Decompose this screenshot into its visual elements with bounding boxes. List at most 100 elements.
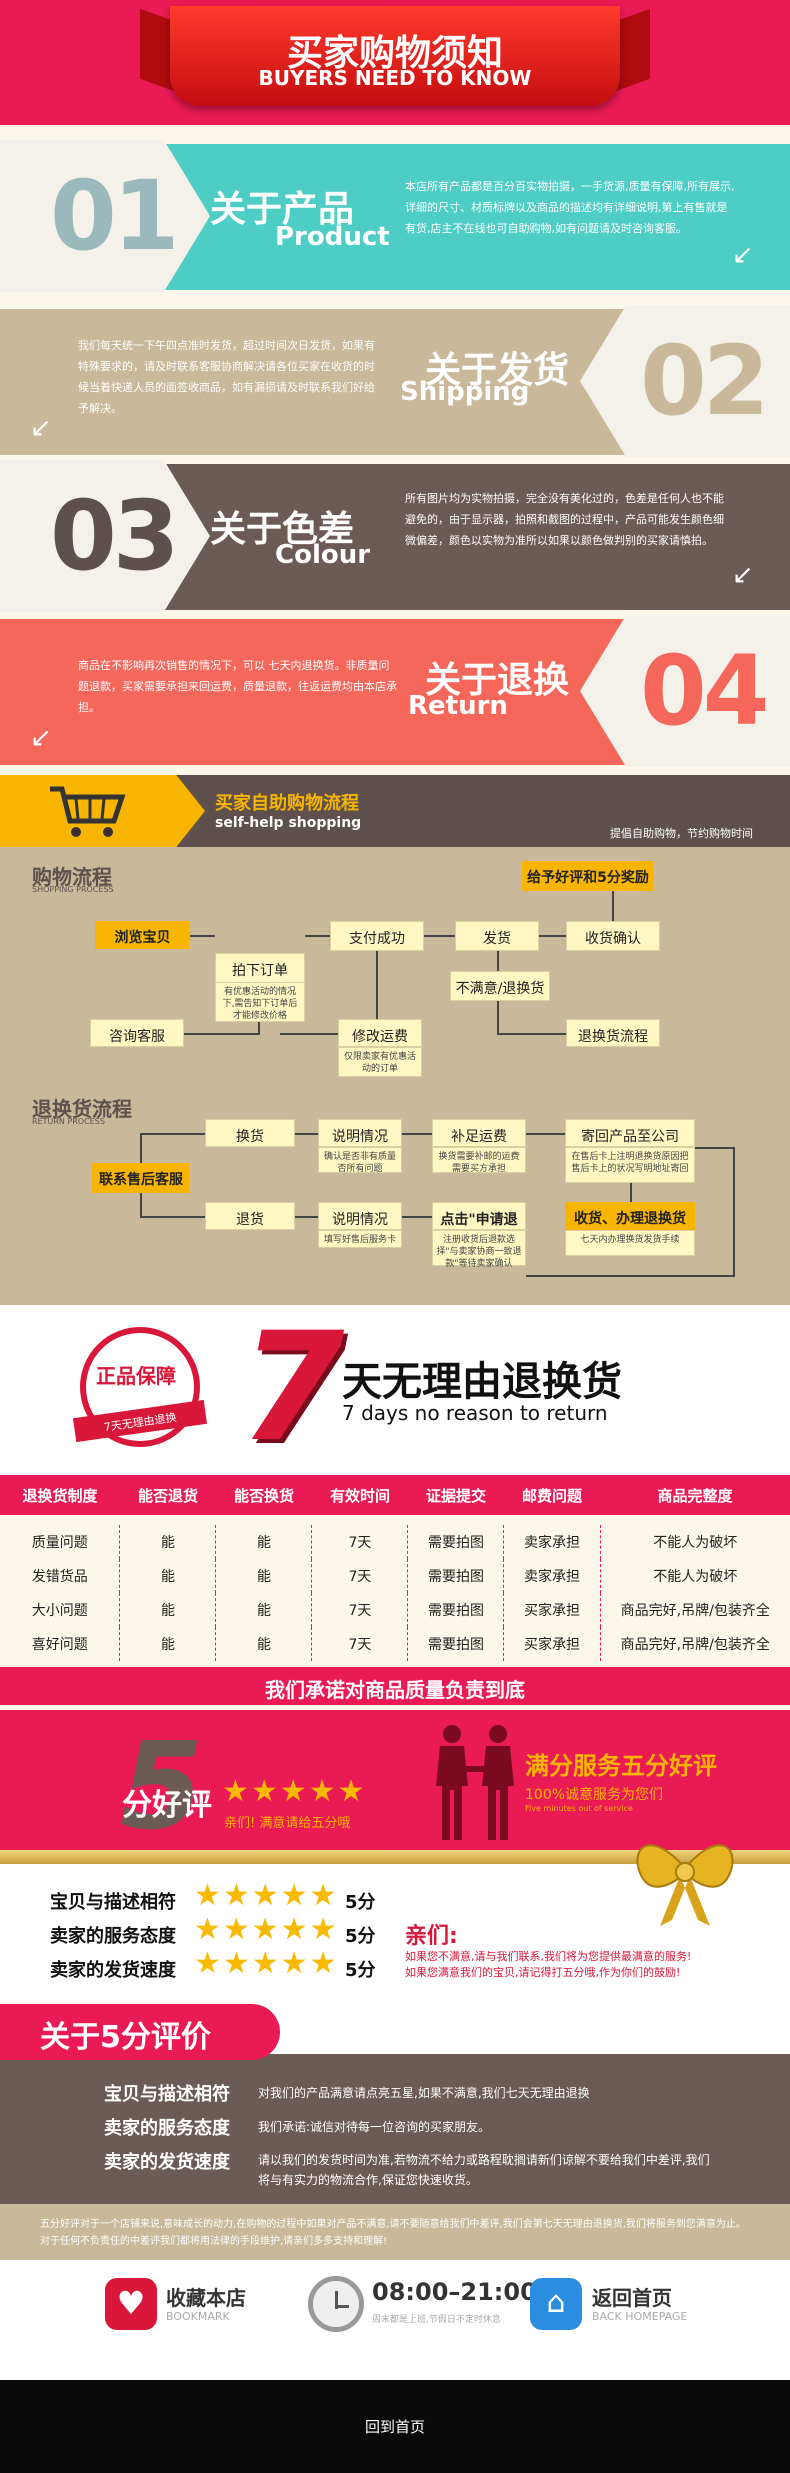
shopping-process-subtitle: SHOPPING PROCESS [32,885,114,894]
table-cell: 能 [215,1593,313,1627]
home-icon[interactable]: ⌂ [530,2278,582,2330]
line [526,1133,565,1135]
table-cell: 商品完好,吊牌/包装齐全 [620,1637,770,1653]
finish-box: 收货、办理退换货 [565,1202,695,1230]
product-title-zh: 关于产品 [210,189,355,230]
postage-note: 换货需要补邮的运费需要买方承担 [432,1147,526,1174]
selfhelp-title-en: self-help shopping [215,815,362,831]
return-title-en: Return [408,691,508,721]
header-title-en: BUYERS NEED TO KNOW [258,66,532,90]
heart-icon[interactable]: ♥ [105,2278,157,2330]
about5-title: 关于5分评价 [40,2020,211,2055]
line [140,1216,205,1218]
finish-note: 七天内办理换货发货手续 [565,1230,695,1256]
line [295,1133,318,1135]
table-header: 有效时间 [311,1475,408,1515]
return-process-subtitle: RETURN PROCESS [32,1117,105,1126]
hours-note: 周末都是上班,节假日不定时休息 [372,2315,501,2325]
explain1-box: 说明情况 [318,1119,402,1147]
line [695,1147,735,1149]
fivestar-fen: 分好评 [122,1788,212,1823]
send-box: 寄回产品至公司 [565,1119,695,1147]
table-header: 邮费问题 [503,1475,600,1515]
line [612,891,614,921]
table-cell: 卖家承担 [503,1525,601,1559]
guarantee-title-en: 7 days no reason to return [342,1401,608,1425]
table-header: 商品完整度 [600,1475,790,1515]
table-cell: 7天 [311,1525,409,1559]
section-return: 04 关于退换 Return 商品在不影响再次销售的情况下，可以 七天内退换货。… [0,615,790,775]
line [402,1133,432,1135]
return-number: 04 [640,635,770,747]
rating-stars-icon: ★★★★★ [194,1912,339,1947]
apply-note: 注册收货后退款选择"与卖家协商一致退款"等待卖家确认 [432,1230,526,1269]
seven-digit: 7 [240,1301,345,1475]
colour-number-panel [0,460,210,612]
dear-text-1: 如果您不满意,请与我们联系,我们将为您提供最满意的服务! [405,1950,692,1963]
table-cell: 需要拍图 [407,1593,505,1627]
rating-label: 宝贝与描述相符 [50,1892,176,1913]
table-cell: 买家承担 [503,1627,601,1661]
explain2-box: 说明情况 [318,1202,402,1230]
product-arrow-icon: ↙ [732,240,754,270]
table-cell: 7天 [311,1627,409,1661]
table-cell: 能 [119,1593,217,1627]
table-cell: 能 [215,1627,313,1661]
fivestar-right-title: 满分服务五分好评 [525,1752,717,1780]
postage-box: 补足运费 [432,1119,526,1147]
header-banner: 买家购物须知 BUYERS NEED TO KNOW [0,0,790,125]
table-header: 能否换货 [215,1475,312,1515]
product-band [160,144,790,290]
line [140,1133,142,1163]
about5-text: 对我们的产品满意请点亮五星,如果不满意,我们七天无理由退换 [258,2086,590,2100]
home-en: BACK HOMEPAGE [592,2310,688,2323]
clock-icon [308,2276,364,2332]
explain2-note: 填写好售后服务卡 [318,1230,402,1248]
unhappy-box: 不满意/退换货 [450,971,550,1001]
order-box: 拍下订单 [215,953,305,983]
fivestar-sub: 亲们! 满意请给五分哦 [224,1816,351,1831]
colour-arrow-icon: ↙ [732,560,754,590]
product-title-en: Product [275,222,390,252]
bookmark-link[interactable]: 收藏本店 [166,2286,246,2310]
shipping-text: 我们每天统一下午四点准时发货，超过时间次日发货，如果有特殊要求的，请及时联系客服… [78,339,375,415]
shipping-number-panel [580,305,790,457]
table-cell: 大小问题 [0,1593,121,1627]
line [424,935,455,937]
fivestar-stars-icon: ★★★★★ [222,1774,367,1809]
line [497,951,499,971]
line [402,1216,432,1218]
about5-label: 宝贝与描述相符 [104,2084,230,2105]
table-cell: 7天 [311,1559,409,1593]
confirm-box: 收货确认 [566,921,660,951]
table-header: 证据提交 [407,1475,504,1515]
rating-label: 卖家的服务态度 [50,1926,176,1947]
return-text: 商品在不影响再次销售的情况下，可以 七天内退换货。非质量问题退款，买家需要承担来… [78,659,397,714]
line [190,935,215,937]
table-footer: 我们承诺对商品质量负责到底 [0,1667,790,1705]
rating-score: 5分 [345,1960,376,1981]
line [497,1001,499,1033]
fivestar-right-en: Five minutes out of service [525,1804,633,1813]
selfhelp-banner: 买家自助购物流程 self-help shopping 提倡自助购物，节约购物时… [0,775,790,847]
line [140,1133,205,1135]
exchange-box: 换货 [205,1119,295,1147]
colour-band [160,464,790,610]
shipping-arrow-icon: ↙ [30,413,52,443]
line [630,1183,632,1202]
colour-number: 03 [50,480,180,592]
table-cell: 需要拍图 [407,1525,505,1559]
home-link[interactable]: 返回首页 [592,2286,672,2310]
table-cell: 买家承担 [503,1593,601,1627]
about5-note: 五分好评对于一个店铺来说,意味成长的动力,在购物的过程中如果对产品不满意,请不要… [40,2219,746,2247]
order-note: 有优惠活动的情况下,需告知下订单后才能修改价格 [215,982,305,1022]
about5-title-tab [0,2004,280,2060]
table-cell: 商品完好,吊牌/包装齐全 [620,1603,770,1619]
line [140,1193,142,1216]
product-text: 本店所有产品都是百分百实物拍摄，一手货源,质量有保障,所有展示,详细的尺寸、材质… [405,180,735,235]
back-to-home-link[interactable]: 回到首页 [364,2418,425,2436]
